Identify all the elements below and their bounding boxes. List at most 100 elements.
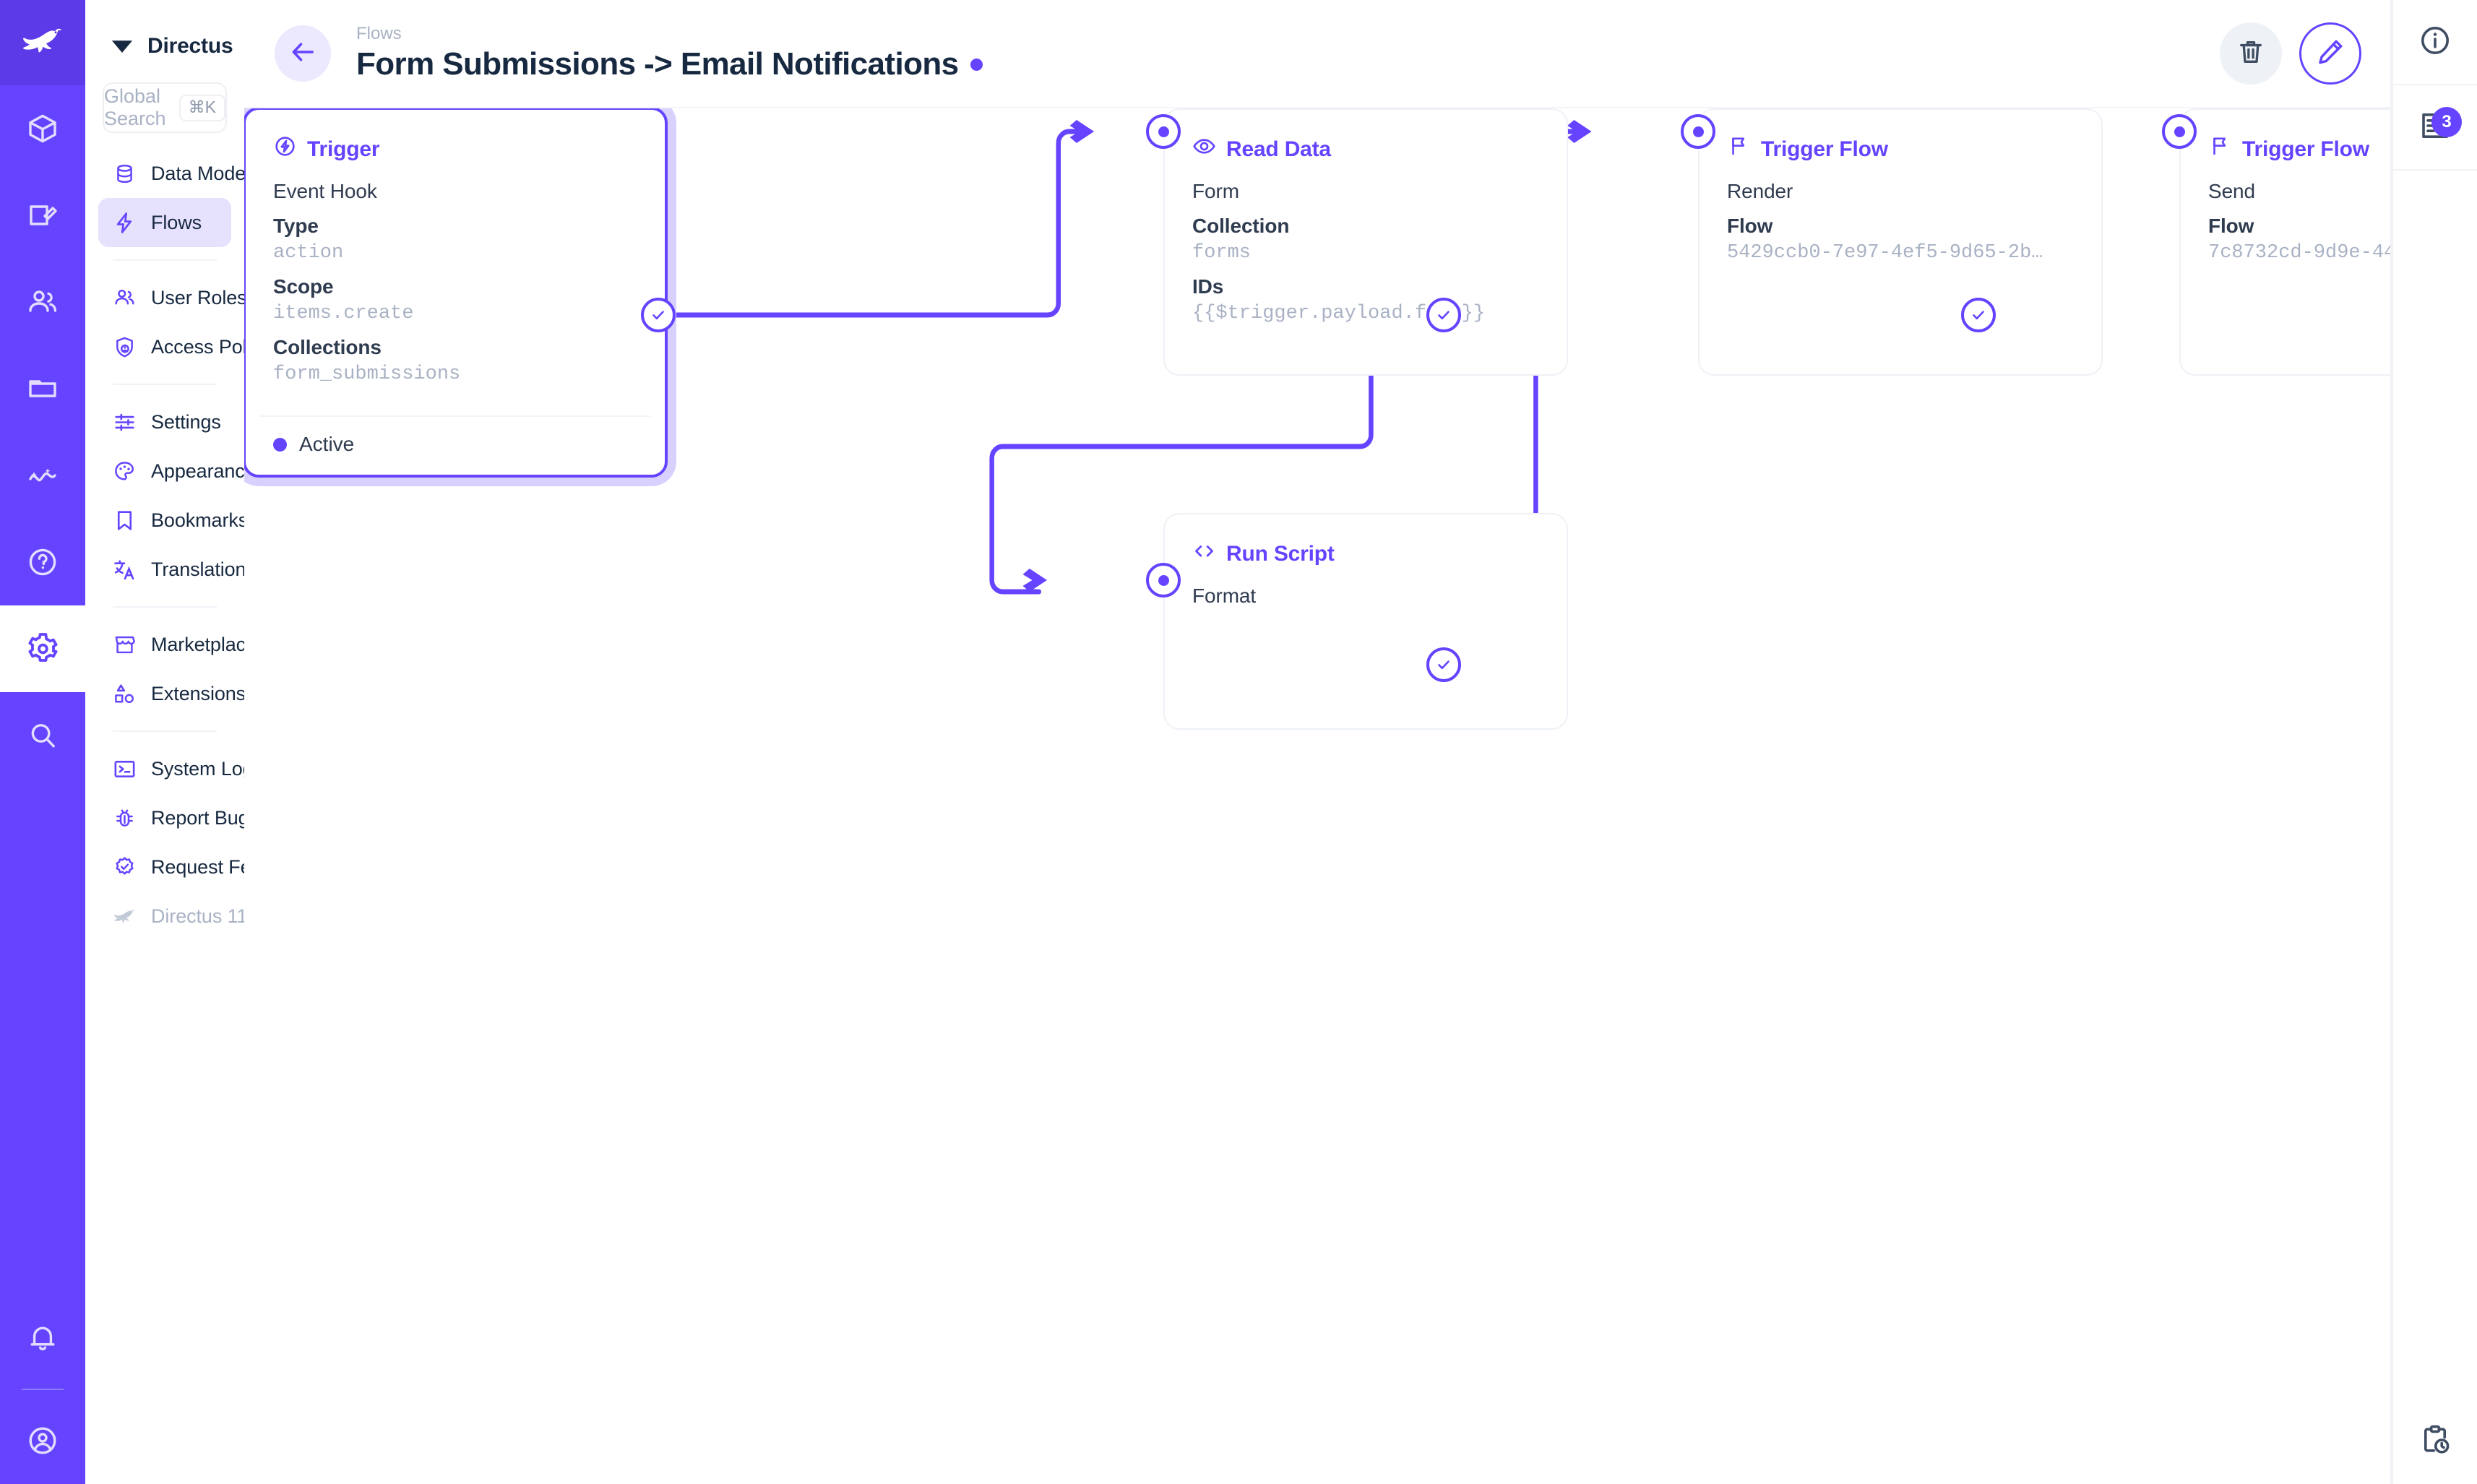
rail-item-settings[interactable]	[0, 605, 85, 692]
port-trigger-flow-render-input[interactable]	[1681, 114, 1715, 149]
rail-item-help[interactable]	[0, 519, 85, 605]
content-icon	[25, 111, 60, 146]
sidebar-item-label: Translations	[151, 558, 256, 580]
sidebar-divider	[113, 384, 217, 385]
sidebar-item-settings[interactable]: Settings	[98, 397, 231, 447]
rail-item-insights[interactable]	[0, 432, 85, 519]
notifications-bell-icon	[25, 1321, 60, 1355]
info-icon	[2418, 23, 2452, 61]
translate-icon	[111, 556, 137, 582]
info-button[interactable]	[2392, 0, 2477, 85]
shapes-icon	[111, 681, 137, 707]
bolt-circle-icon	[273, 134, 297, 164]
node-type-label: Run Script	[1226, 541, 1335, 566]
sliders-icon	[111, 409, 137, 435]
sidebar-item-extensions[interactable]: Extensions	[98, 669, 246, 718]
port-trigger-flow-send-input[interactable]	[2162, 114, 2197, 149]
sidebar-item-user-roles[interactable]: User Roles	[98, 273, 247, 322]
node-body: Send Flow 7c8732cd-9d9e-44be	[2181, 164, 2390, 264]
sidebar-item-data-model[interactable]: Data Model	[98, 149, 250, 198]
node-header: Read Data	[1165, 110, 1567, 164]
edit-flow-button[interactable]	[2299, 22, 2361, 85]
editor-icon	[25, 198, 60, 233]
rail-item-users[interactable]	[0, 259, 85, 345]
clipboard-clock-icon	[2418, 1423, 2452, 1461]
sidebar-item-label: Extensions	[151, 682, 246, 704]
sidebar-item-appearance[interactable]: Appearance	[98, 447, 256, 496]
flow-node-trigger-flow-render[interactable]: Trigger Flow Render Flow 5429ccb0-7e97-4…	[1698, 108, 2103, 376]
search-wrap: Global Search ⌘K	[85, 64, 244, 133]
field-value: action	[273, 242, 344, 264]
port-trigger-resolve[interactable]	[641, 298, 676, 332]
sidebar-item-label: Report Bug	[151, 806, 249, 829]
node-body: Render Flow 5429ccb0-7e97-4ef5-9d65-2b…	[1700, 164, 2101, 264]
sidebar-item-label: Bookmarks	[151, 509, 249, 531]
search-placeholder: Global Search	[104, 85, 166, 129]
sidebar-divider	[113, 259, 217, 261]
sidebar-divider	[113, 730, 217, 732]
directus-logo-button[interactable]	[0, 0, 85, 85]
field-key: Collection	[1192, 215, 1290, 237]
sidebar-item-flows[interactable]: Flows	[98, 198, 231, 247]
node-body: Format	[1165, 569, 1567, 608]
eye-icon	[1192, 134, 1216, 164]
field-value: 7c8732cd-9d9e-44be	[2208, 242, 2390, 264]
arrow-left-icon	[288, 37, 318, 71]
node-type-label: Read Data	[1226, 137, 1331, 161]
rail-item-account[interactable]	[0, 1397, 85, 1484]
rail-item-notifications[interactable]	[0, 1295, 85, 1381]
node-subtitle: Format	[1192, 584, 1257, 607]
port-run-script-resolve[interactable]	[1426, 647, 1461, 682]
sidebar-item-translations[interactable]: Translations	[98, 545, 256, 594]
node-subtitle: Render	[1727, 180, 1793, 202]
sidebar-item-system-logs[interactable]: System Logs	[98, 744, 263, 793]
rail-item-editor[interactable]	[0, 172, 85, 259]
port-trigger-flow-render-resolve[interactable]	[1961, 298, 1996, 332]
badge-check-icon	[111, 854, 137, 880]
activity-button[interactable]	[2392, 1399, 2477, 1484]
field-key: Type	[273, 215, 319, 237]
flow-node-trigger[interactable]: Trigger Event Hook Type action Scope ite…	[244, 108, 668, 478]
flag-icon	[1727, 134, 1751, 164]
account-avatar-icon	[25, 1423, 60, 1458]
sidebar-item-marketplace[interactable]: Marketplace Beta	[98, 620, 322, 669]
port-run-script-input[interactable]	[1146, 563, 1181, 598]
sidebar-item-request-feature[interactable]: Request Feature	[98, 842, 296, 892]
sidebar-nav: Data Model Flows User Roles	[85, 133, 322, 941]
rail-item-search[interactable]	[0, 692, 85, 779]
port-read-data-input[interactable]	[1146, 114, 1181, 149]
back-button[interactable]	[275, 25, 331, 82]
sidebar-item-label: Marketplace	[151, 633, 257, 655]
delete-flow-button[interactable]	[2220, 22, 2282, 85]
field-key: Flow	[1727, 215, 1773, 237]
flow-node-trigger-flow-send[interactable]: Trigger Flow Send Flow 7c8732cd-9d9e-44b…	[2179, 108, 2390, 376]
field-value: 5429ccb0-7e97-4ef5-9d65-2b…	[1727, 242, 2043, 264]
flow-canvas[interactable]: Trigger Event Hook Type action Scope ite…	[244, 108, 2390, 1484]
sidebar-item-bookmarks[interactable]: Bookmarks	[98, 496, 248, 545]
logs-badge: 3	[2431, 107, 2462, 137]
search-icon	[25, 718, 60, 753]
sidebar-item-report-bug[interactable]: Report Bug	[98, 793, 249, 842]
sidebar-item-label: Settings	[151, 410, 221, 433]
flow-node-read-data[interactable]: Read Data Form Collection forms IDs {{$t…	[1163, 108, 1568, 376]
sidebar-item-access-policies[interactable]: Access Policies	[98, 322, 285, 371]
field-value: {{$trigger.payload.form}}	[1192, 303, 1486, 324]
port-read-data-resolve[interactable]	[1426, 298, 1461, 332]
flow-node-run-script[interactable]: Run Script Format	[1163, 513, 1568, 730]
node-body: Form Collection forms IDs {{$trigger.pay…	[1165, 164, 1567, 324]
page-title: Form Submissions -> Email Notifications	[356, 46, 959, 82]
node-status: Active	[299, 433, 355, 455]
node-header: Trigger Flow	[1700, 110, 2101, 164]
field-value: items.create	[273, 303, 414, 324]
flow-status-dot	[970, 58, 983, 71]
bookmark-icon	[111, 507, 137, 533]
rail-item-content[interactable]	[0, 85, 85, 172]
main-area: Flows Form Submissions -> Email Notifica…	[244, 0, 2392, 1484]
logs-button[interactable]: 3	[2392, 85, 2477, 171]
directus-mark-icon	[109, 32, 135, 61]
field-key: Flow	[2208, 215, 2254, 237]
global-search-input[interactable]: Global Search ⌘K	[103, 82, 227, 133]
breadcrumb[interactable]: Flows	[356, 23, 402, 43]
rail-item-files[interactable]	[0, 345, 85, 432]
node-type-label: Trigger Flow	[2242, 137, 2369, 161]
